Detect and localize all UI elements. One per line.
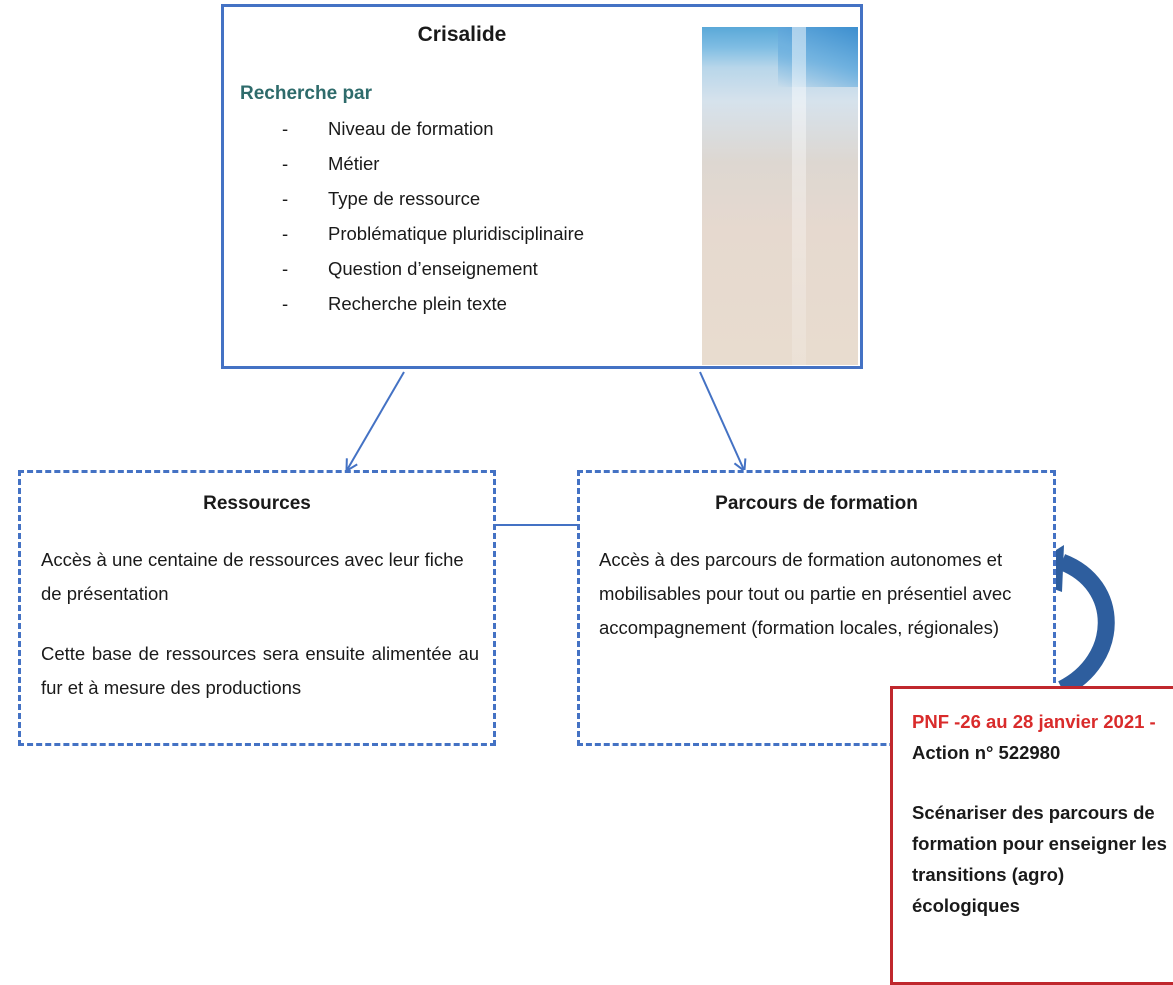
list-item: - Niveau de formation <box>282 117 584 152</box>
parcours-description: Accès à des parcours de formation autono… <box>599 549 1012 638</box>
list-item: - Métier <box>282 152 584 187</box>
search-criteria-list: - Niveau de formation - Métier - Type de re… <box>282 117 584 327</box>
criterion-label: Question d’enseignement <box>328 258 538 279</box>
criterion-label: Problématique pluridisciplinaire <box>328 223 585 244</box>
pnf-heading: PNF -26 au 28 janvier 2021 - Action n° 5… <box>912 706 1167 768</box>
pnf-description: Scénariser des parcours de formation pou… <box>912 802 1167 916</box>
crisalide-box: Crisalide Recherche par - Niveau de forma… <box>221 4 863 369</box>
arrow-crisalide-to-ressources <box>347 371 405 470</box>
pnf-box: PNF -26 au 28 janvier 2021 - Action n° 5… <box>890 686 1173 985</box>
pnf-action: Action n° 522980 <box>912 742 1061 763</box>
dash-bullet: - <box>282 153 289 174</box>
parcours-box: Parcours de formation Accès à des parcou… <box>577 470 1056 746</box>
list-item: - Type de ressource <box>282 187 584 222</box>
ressources-title: Ressources <box>203 493 311 514</box>
parcours-title: Parcours de formation <box>715 493 918 514</box>
dash-bullet: - <box>282 118 289 139</box>
criterion-label: Niveau de formation <box>328 118 494 139</box>
cover-image <box>702 27 858 365</box>
dash-bullet: - <box>282 188 289 209</box>
list-item: - Recherche plein texte <box>282 292 584 327</box>
ressources-note: Cette base de ressources sera ensuite al… <box>41 643 479 698</box>
pnf-date: PNF -26 au 28 janvier 2021 - <box>912 711 1156 732</box>
criterion-label: Recherche plein texte <box>328 293 507 314</box>
criterion-label: Métier <box>328 153 380 174</box>
crisalide-title: Crisalide <box>417 23 507 46</box>
dash-bullet: - <box>282 258 289 279</box>
image-streak <box>792 27 806 365</box>
list-item: - Problématique pluridisciplinaire <box>282 222 584 257</box>
ressources-box: Ressources Accès à une centaine de resso… <box>18 470 496 746</box>
arrow-crisalide-to-parcours <box>699 371 744 470</box>
criterion-label: Type de ressource <box>328 188 481 209</box>
dash-bullet: - <box>282 293 289 314</box>
image-sky <box>778 27 858 87</box>
search-heading: Recherche par <box>240 83 373 104</box>
dash-bullet: - <box>282 223 289 244</box>
list-item: - Question d’enseignement <box>282 257 584 292</box>
ressources-description: Accès à une centaine de ressources avec … <box>41 549 464 604</box>
